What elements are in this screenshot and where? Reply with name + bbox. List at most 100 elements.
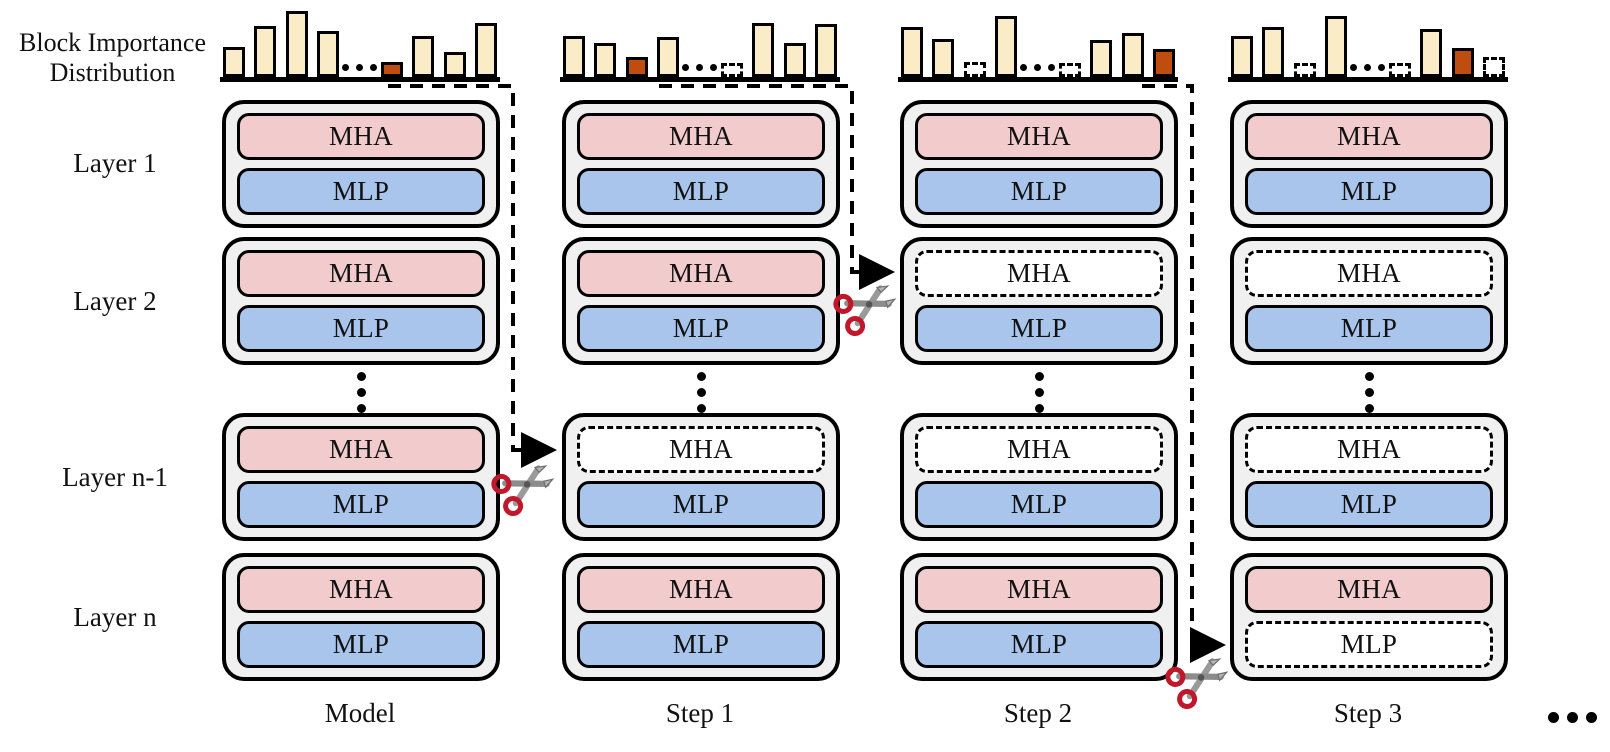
importance-bar-selected — [1153, 49, 1176, 77]
row-label-layer-n: Layer n — [73, 602, 157, 632]
chart-ellipsis — [682, 64, 717, 71]
importance-chart-step2 — [896, 4, 1180, 88]
row-label-layer-2: Layer 2 — [73, 286, 157, 316]
row-label-block-importance-line1: Block Importance — [19, 28, 206, 57]
layer-card-step1-layer-n: MHA MLP — [562, 553, 840, 681]
mha-block: MHA — [1245, 113, 1493, 160]
importance-bar — [1230, 36, 1253, 77]
row-label-block-importance-line2: Distribution — [49, 57, 176, 87]
mlp-block: MLP — [1245, 168, 1493, 215]
importance-bar — [1420, 29, 1443, 77]
mlp-block: MLP — [237, 305, 485, 352]
column-caption-step3: Step 3 — [1333, 698, 1403, 728]
mlp-block: MLP — [577, 621, 825, 668]
layer-card-step2-layer-n: MHA MLP — [900, 553, 1178, 681]
layer-card-step2-layer-2: MHA MLP — [900, 237, 1178, 365]
importance-bar-selected — [1451, 48, 1474, 77]
mlp-block: MLP — [577, 481, 825, 528]
importance-bar-pruned — [1293, 63, 1316, 77]
importance-bar — [285, 11, 308, 77]
layer-ellipsis-step1 — [562, 372, 840, 413]
importance-chart-step3 — [1226, 4, 1510, 88]
mha-block-pruned: MHA — [577, 426, 825, 473]
layer-ellipsis-model — [222, 372, 500, 413]
mha-block: MHA — [577, 250, 825, 297]
mlp-block: MLP — [577, 305, 825, 352]
importance-bar — [1325, 16, 1348, 77]
mlp-block: MLP — [915, 168, 1163, 215]
layer-card-model-layer-n-1: MHA MLP — [222, 413, 500, 541]
continuation-dots — [1548, 712, 1597, 723]
mha-block: MHA — [1245, 566, 1493, 613]
importance-bar — [475, 23, 498, 77]
mlp-block: MLP — [237, 168, 485, 215]
importance-bar-pruned — [1058, 63, 1081, 77]
importance-chart-step1 — [558, 4, 842, 88]
importance-bar — [317, 31, 340, 77]
column-caption-step2: Step 2 — [1003, 698, 1073, 728]
importance-bar-pruned — [720, 63, 743, 77]
row-label-layer-1: Layer 1 — [73, 148, 157, 178]
mha-block: MHA — [237, 250, 485, 297]
importance-bar — [657, 37, 680, 77]
importance-bar — [443, 52, 466, 77]
importance-bar — [783, 43, 806, 77]
mha-block-pruned: MHA — [915, 250, 1163, 297]
layer-card-model-layer-1: MHA MLP — [222, 100, 500, 228]
layer-card-step1-layer-2: MHA MLP — [562, 237, 840, 365]
column-caption-step1: Step 1 — [665, 698, 735, 728]
layer-card-step3-layer-2: MHA MLP — [1230, 237, 1508, 365]
importance-bar-selected — [625, 57, 648, 77]
mha-block: MHA — [577, 566, 825, 613]
layer-card-step2-layer-1: MHA MLP — [900, 100, 1178, 228]
mha-block: MHA — [237, 113, 485, 160]
importance-bar-pruned — [1483, 57, 1506, 77]
mlp-block: MLP — [237, 481, 485, 528]
importance-bar — [995, 16, 1018, 77]
importance-bar — [1262, 27, 1285, 77]
chart-ellipsis — [1020, 64, 1055, 71]
chart-baseline — [1228, 77, 1508, 82]
mlp-block: MLP — [1245, 305, 1493, 352]
importance-bar — [900, 27, 923, 77]
chart-baseline — [898, 77, 1178, 82]
importance-bar — [752, 23, 775, 77]
mlp-block: MLP — [577, 168, 825, 215]
mha-block: MHA — [915, 566, 1163, 613]
mha-block-pruned: MHA — [1245, 250, 1493, 297]
importance-bar — [932, 39, 955, 77]
importance-bar-pruned — [1388, 63, 1411, 77]
layer-ellipsis-step2 — [900, 372, 1178, 413]
importance-bar — [254, 26, 277, 77]
importance-bar — [562, 36, 585, 77]
mha-block-pruned: MHA — [1245, 426, 1493, 473]
importance-bar — [1090, 40, 1113, 77]
mlp-block: MLP — [237, 621, 485, 668]
layer-card-step1-layer-1: MHA MLP — [562, 100, 840, 228]
mlp-block: MLP — [915, 621, 1163, 668]
mha-block: MHA — [577, 113, 825, 160]
mha-block: MHA — [915, 113, 1163, 160]
chart-ellipsis — [342, 64, 377, 71]
layer-card-model-layer-2: MHA MLP — [222, 237, 500, 365]
importance-bar — [222, 47, 245, 77]
layer-card-step1-layer-n-1: MHA MLP — [562, 413, 840, 541]
column-step1: MHA MLP MHA MLP MHA MLP MHA MLP Step 1 — [550, 0, 850, 752]
chart-baseline — [220, 77, 500, 82]
mlp-block: MLP — [915, 305, 1163, 352]
chart-ellipsis — [1350, 64, 1385, 71]
layer-ellipsis-step3 — [1230, 372, 1508, 413]
row-label-layer-n-1: Layer n-1 — [62, 462, 168, 492]
row-label-block-importance: Block Importance Distribution — [0, 28, 225, 88]
mha-block: MHA — [237, 426, 485, 473]
mha-block-pruned: MHA — [915, 426, 1163, 473]
importance-bar — [1121, 33, 1144, 77]
column-caption-model: Model — [324, 698, 396, 728]
